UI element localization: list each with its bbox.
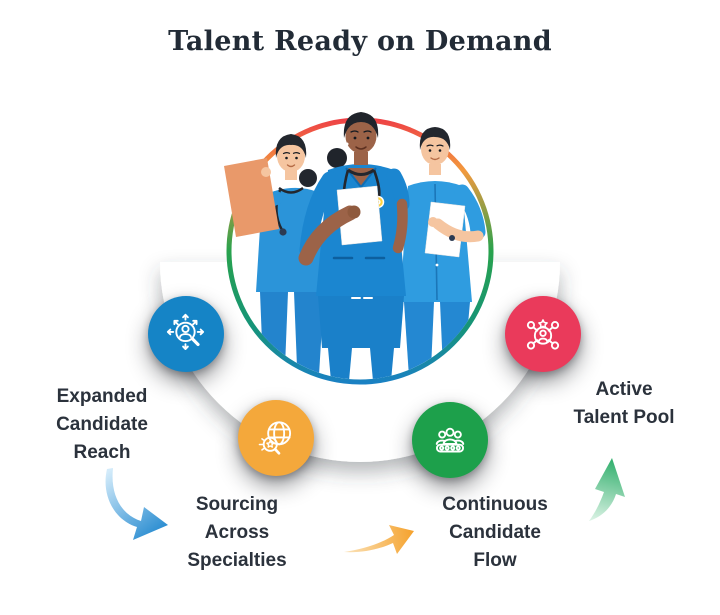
step-circle-expanded-candidate-reach <box>148 296 224 372</box>
step-circle-active-talent-pool <box>505 296 581 372</box>
label-line: Across <box>204 522 270 543</box>
globe-specialty-search-icon <box>258 421 292 455</box>
label-line: Candidate <box>56 414 148 435</box>
flow-arrow-sourcing-to-flow <box>344 525 414 554</box>
label-line: Expanded <box>56 386 148 407</box>
person-left-nurse <box>224 134 326 380</box>
label-line: Specialties <box>187 550 287 571</box>
label-line: Active <box>595 379 653 400</box>
label-line: Continuous <box>442 494 548 515</box>
label-line: Reach <box>73 442 131 463</box>
candidate-conveyor-icon <box>435 427 465 453</box>
label-line: Candidate <box>449 522 541 543</box>
label-line: Flow <box>473 550 517 571</box>
team-ring <box>226 117 494 385</box>
step-label-sourcing-across-specialties: Sourcing Across Specialties <box>152 491 322 575</box>
candidate-search-reach-icon <box>166 313 205 350</box>
flow-arrow-flow-to-pool <box>589 458 625 521</box>
step-label-active-talent-pool: Active Talent Pool <box>549 376 699 432</box>
step-circle-sourcing-across-specialties <box>238 400 314 476</box>
background-bowl <box>160 262 560 462</box>
team-figures <box>224 112 486 380</box>
person-right-nurse <box>400 127 486 380</box>
talent-network-icon <box>526 319 560 350</box>
flow-arrow-reach-to-sourcing <box>105 468 168 540</box>
label-line: Talent Pool <box>573 407 675 428</box>
step-label-expanded-candidate-reach: Expanded Candidate Reach <box>22 383 182 467</box>
label-line: Sourcing <box>195 494 279 515</box>
page-title: Talent Ready on Demand <box>168 26 552 57</box>
step-label-continuous-candidate-flow: Continuous Candidate Flow <box>410 491 580 575</box>
person-center-nurse <box>298 112 410 380</box>
step-circle-continuous-candidate-flow <box>412 402 488 478</box>
